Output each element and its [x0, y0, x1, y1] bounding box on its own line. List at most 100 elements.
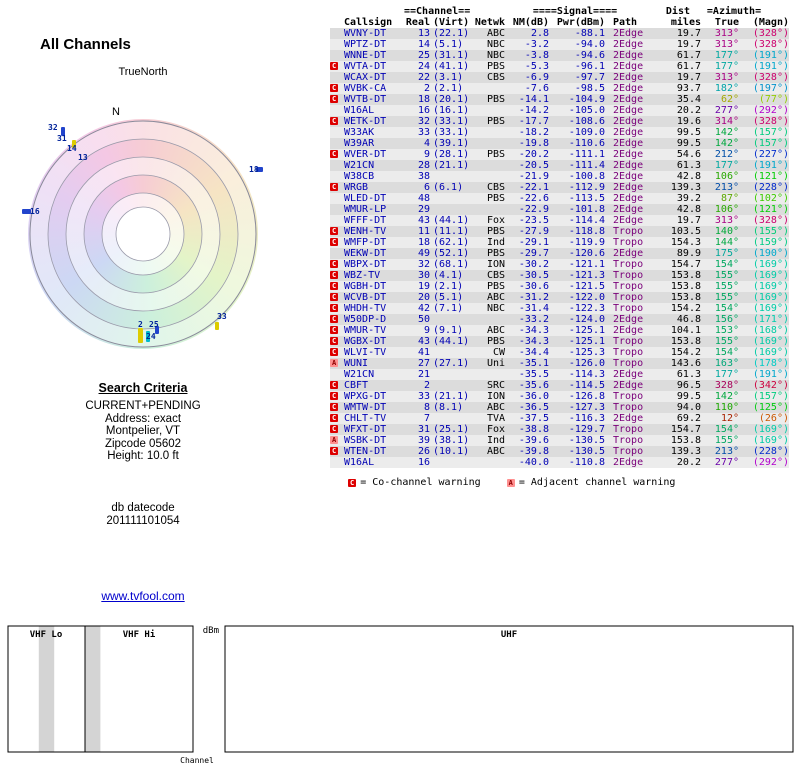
cell-dist-miles: 139.3 [670, 182, 701, 193]
channel-marker: 33 [217, 312, 227, 321]
cell-callsign: CBFT [344, 380, 369, 391]
channel-marker: 13 [78, 153, 88, 162]
channel-axis-label: Channel [180, 756, 214, 765]
adjacent-channel-warning-icon: A [330, 359, 339, 367]
cell-virtual-channel: (5.1) [433, 39, 464, 50]
cell-pwr-dbm: -129.7 [568, 424, 605, 435]
col-true: True [714, 17, 739, 28]
cell-pwr-dbm: -116.3 [568, 413, 605, 424]
cell-virtual-channel: (33.1) [433, 116, 470, 127]
cell-warning [330, 50, 344, 61]
cell-dist-miles: 153.8 [670, 281, 701, 292]
cell-azimuth-true: 154° [714, 424, 739, 435]
cell-pwr-dbm: -127.3 [568, 402, 605, 413]
cell-callsign: WVER-DT [344, 149, 387, 160]
cell-path: 2Edge [613, 325, 644, 336]
cell-azimuth-magn: (157°) [752, 138, 789, 149]
cell-nm-db: -18.2 [518, 127, 549, 138]
cell-callsign: CHLT-TV [344, 413, 387, 424]
cell-network: PBS [486, 193, 505, 204]
cell-real-channel: 16 [417, 457, 430, 468]
cell-path: Tropo [613, 336, 644, 347]
cell-warning: C [330, 149, 344, 160]
co-channel-warning-icon: C [330, 62, 339, 70]
station-chip [22, 209, 31, 214]
cell-azimuth-true: 155° [714, 270, 739, 281]
cell-dist-miles: 99.5 [676, 138, 701, 149]
co-channel-warning-icon: C [330, 392, 339, 400]
cell-dist-miles: 99.5 [676, 391, 701, 402]
legend-co-channel: C = Co-channel warning [348, 477, 481, 488]
cell-warning: C [330, 281, 344, 292]
col-virt: (Virt) [433, 17, 470, 28]
criteria-line: Address: exact [104, 412, 182, 425]
channel-marker: 32 [48, 123, 58, 132]
cell-network [473, 457, 505, 468]
cell-path: 2Edge [613, 105, 644, 116]
cell-azimuth-true: 163° [714, 358, 739, 369]
cell-azimuth-true: 87° [720, 193, 739, 204]
tvfool-link[interactable]: www.tvfool.com [101, 589, 185, 603]
col-magn: (Magn) [752, 17, 789, 28]
cell-callsign: WFFF-DT [344, 215, 387, 226]
north-label: N [112, 106, 120, 118]
cell-azimuth-true: 155° [714, 435, 739, 446]
cell-azimuth-true: 142° [714, 391, 739, 402]
cell-azimuth-true: 314° [714, 116, 739, 127]
cell-warning: C [330, 237, 344, 248]
cell-virtual-channel: (21.1) [433, 160, 470, 171]
cell-callsign: WRGB [344, 182, 369, 193]
channel-marker: 24 [146, 332, 156, 341]
cell-nm-db: -3.8 [524, 50, 549, 61]
cell-pwr-dbm: -104.9 [568, 94, 605, 105]
cell-callsign: W16AL [344, 457, 375, 468]
cell-network: PBS [486, 61, 505, 72]
cell-nm-db: -33.2 [518, 314, 549, 325]
cell-real-channel: 50 [417, 314, 430, 325]
cell-dist-miles: 61.7 [676, 50, 701, 61]
cell-virtual-channel [430, 171, 473, 182]
cell-nm-db: -22.1 [518, 182, 549, 193]
cell-path: Tropo [613, 281, 644, 292]
cell-nm-db: -36.0 [518, 391, 549, 402]
cell-pwr-dbm: -121.1 [568, 259, 605, 270]
cell-callsign: WGBH-DT [344, 281, 387, 292]
cell-warning [330, 72, 344, 83]
cell-pwr-dbm: -121.5 [568, 281, 605, 292]
cell-real-channel: 32 [417, 259, 430, 270]
cell-network: ABC [486, 325, 505, 336]
cell-callsign: W21CN [344, 369, 375, 380]
adjacent-channel-warning-icon: A [330, 436, 339, 444]
cell-warning: A [330, 358, 344, 369]
cell-nm-db: -19.8 [518, 138, 549, 149]
cell-pwr-dbm: -119.9 [568, 237, 605, 248]
cell-azimuth-magn: (171°) [752, 314, 789, 325]
cell-azimuth-true: 313° [714, 39, 739, 50]
cell-path: 2Edge [613, 127, 644, 138]
cell-virtual-channel: (8.1) [433, 402, 464, 413]
table-legend: C = Co-channel warning A = Adjacent chan… [330, 477, 789, 488]
cell-network: TVA [486, 413, 505, 424]
cell-azimuth-true: 328° [714, 380, 739, 391]
polar-ring-lines [29, 120, 257, 348]
cell-nm-db: -35.1 [518, 358, 549, 369]
cell-path: 2Edge [613, 413, 644, 424]
cell-path: Tropo [613, 435, 644, 446]
cell-path: 2Edge [613, 28, 644, 39]
cell-nm-db: -31.2 [518, 292, 549, 303]
cell-network: ABC [486, 446, 505, 457]
cell-warning: C [330, 424, 344, 435]
co-channel-warning-icon: C [330, 447, 339, 455]
